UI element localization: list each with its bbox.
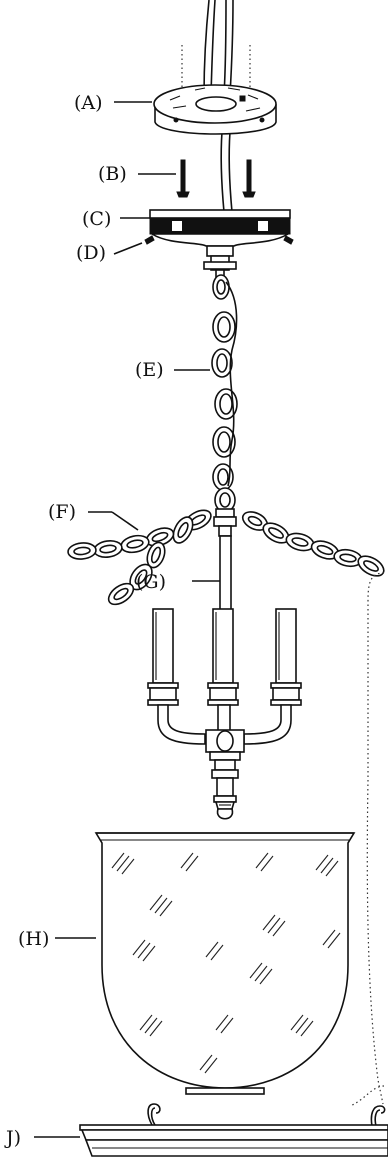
label-c: (C) [82, 208, 111, 230]
label-d: (D) [76, 242, 106, 264]
bottom-ring [34, 1103, 388, 1157]
chain-hook [213, 487, 237, 537]
label-j: J) [4, 1127, 21, 1149]
assembly-guide [349, 572, 385, 1107]
main-chain [174, 274, 238, 491]
label-f: (F) [48, 501, 76, 523]
canopy [120, 209, 291, 247]
label-a: (A) [74, 92, 103, 114]
mounting-bracket [114, 45, 277, 135]
label-g: (G) [136, 571, 166, 593]
glass-shade [55, 832, 356, 1095]
label-e: (E) [135, 359, 164, 381]
candle-cluster [147, 608, 302, 820]
decorative-chains [67, 509, 385, 606]
label-h: (H) [18, 928, 49, 950]
canopy-loop [203, 245, 237, 280]
canopy-screws [113, 235, 294, 255]
stem [192, 535, 232, 611]
label-b: (B) [98, 163, 127, 185]
mounting-screws [138, 159, 256, 198]
